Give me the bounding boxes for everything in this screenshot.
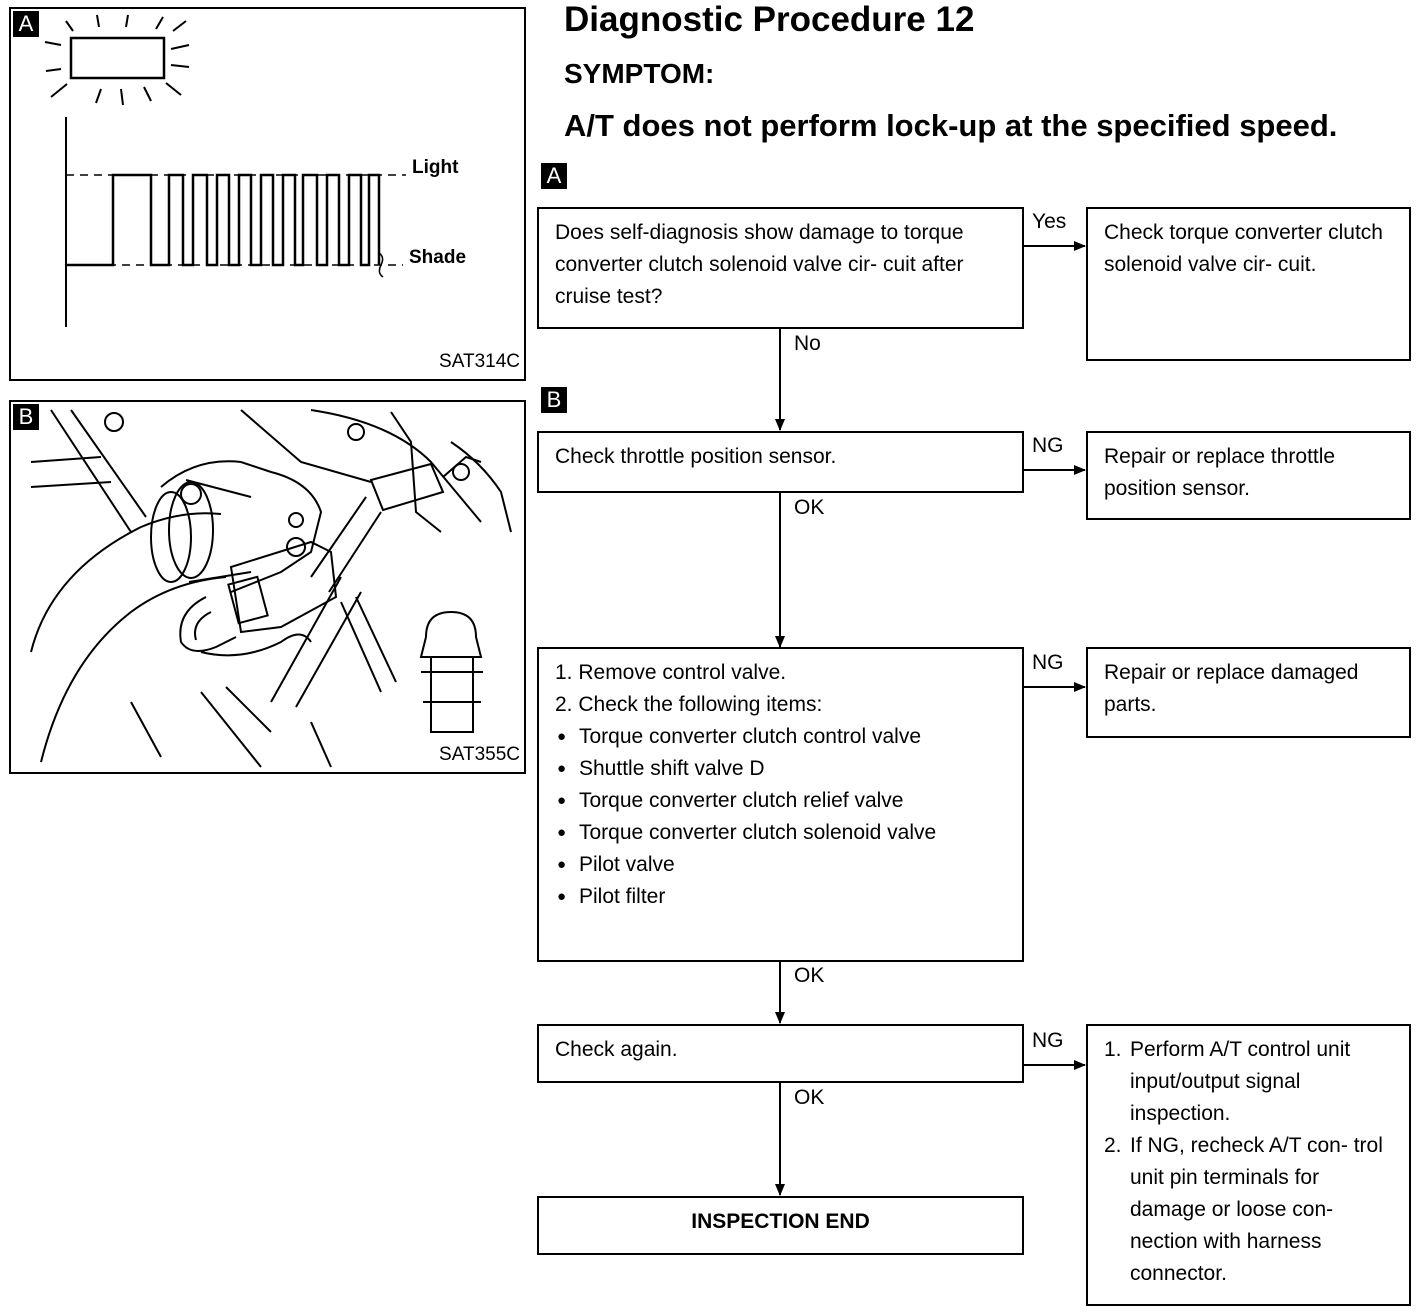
step4-ng-box: 1. Perform A/T control unit input/output… (1086, 1024, 1411, 1306)
step3-bullet: Torque converter clutch relief valve (555, 785, 1006, 817)
step4-ng-item-text: If NG, recheck A/T con- trol unit pin te… (1130, 1134, 1383, 1285)
panel-a-tag: A (13, 11, 39, 37)
symptom-heading: SYMPTOM: (564, 58, 715, 89)
flow-tag-a: A (541, 163, 567, 189)
step2-box: Check throttle position sensor. (537, 431, 1024, 493)
step4-ng-item: 1. Perform A/T control unit input/output… (1104, 1034, 1393, 1130)
step3-item: 2. Check the following items: (555, 693, 823, 716)
step4-ng-item-number: 2. (1104, 1134, 1122, 1157)
symptom-text: A/T does not perform lock-up at the spec… (564, 108, 1338, 143)
light-label: Light (412, 157, 459, 178)
panel-a-code: SAT314C (439, 351, 520, 372)
step1-yes-box: Check torque converter clutch solenoid v… (1086, 207, 1411, 361)
step2-text: Check throttle position sensor. (555, 445, 837, 468)
throttle-sensor-drawing (30, 409, 512, 768)
step2-ng-text: Repair or replace throttle position sens… (1104, 445, 1336, 500)
step1-yes-label: Yes (1032, 210, 1067, 233)
step3-bullet: Torque converter clutch solenoid valve (555, 817, 1006, 849)
panel-b: B SAT355C (9, 400, 526, 774)
panel-b-tag: B (13, 404, 39, 430)
step3-bullet: Pilot valve (555, 849, 1006, 881)
step2-ng-box: Repair or replace throttle position sens… (1086, 431, 1411, 520)
step4-ok-label: OK (794, 1086, 825, 1109)
step1-no-label: No (794, 332, 821, 355)
signal-waveform (66, 173, 381, 267)
step4-ng-item: 2. If NG, recheck A/T con- trol unit pin… (1104, 1130, 1393, 1290)
step1-yes-text: Check torque converter clutch solenoid v… (1104, 221, 1383, 276)
step3-bullet: Shuttle shift valve D (555, 753, 1006, 785)
step4-ng-label: NG (1032, 1029, 1064, 1052)
step3-ng-text: Repair or replace damaged parts. (1104, 661, 1359, 716)
step4-box: Check again. (537, 1024, 1024, 1083)
panel-a: A Light Shade SAT314C (9, 7, 526, 381)
step3-ok-label: OK (794, 964, 825, 987)
inspection-end-box: INSPECTION END (537, 1196, 1024, 1255)
step3-bullet: Torque converter clutch control valve (555, 721, 1006, 753)
shade-brace (378, 252, 384, 278)
lamp-rays (44, 14, 190, 106)
panel-b-code: SAT355C (439, 744, 520, 765)
step1-question-box: Does self-diagnosis show damage to torqu… (537, 207, 1024, 329)
step2-ng-label: NG (1032, 434, 1064, 457)
step4-ng-list: 1. Perform A/T control unit input/output… (1104, 1034, 1393, 1290)
step3-ng-label: NG (1032, 651, 1064, 674)
step3-numbered-list: 1. Remove control valve. 2. Check the fo… (555, 657, 1006, 721)
shade-label: Shade (409, 247, 467, 268)
lamp-icon (69, 36, 166, 80)
step2-ok-label: OK (794, 496, 825, 519)
flow-tag-b: B (541, 387, 567, 413)
step3-bullet-list: Torque converter clutch control valve Sh… (555, 721, 1006, 913)
step3-ng-box: Repair or replace damaged parts. (1086, 647, 1411, 738)
step3-box: 1. Remove control valve. 2. Check the fo… (537, 647, 1024, 962)
step4-ng-item-number: 1. (1104, 1038, 1122, 1061)
lamp-signal-diagram (44, 14, 406, 327)
step4-text: Check again. (555, 1038, 678, 1061)
step4-ng-item-text: Perform A/T control unit input/output si… (1130, 1038, 1351, 1125)
inspection-end-text: INSPECTION END (691, 1210, 870, 1233)
step3-item: 1. Remove control valve. (555, 661, 787, 684)
step1-text: Does self-diagnosis show damage to torqu… (555, 221, 964, 308)
page-title: Diagnostic Procedure 12 (564, 0, 975, 39)
step3-bullet: Pilot filter (555, 881, 1006, 913)
